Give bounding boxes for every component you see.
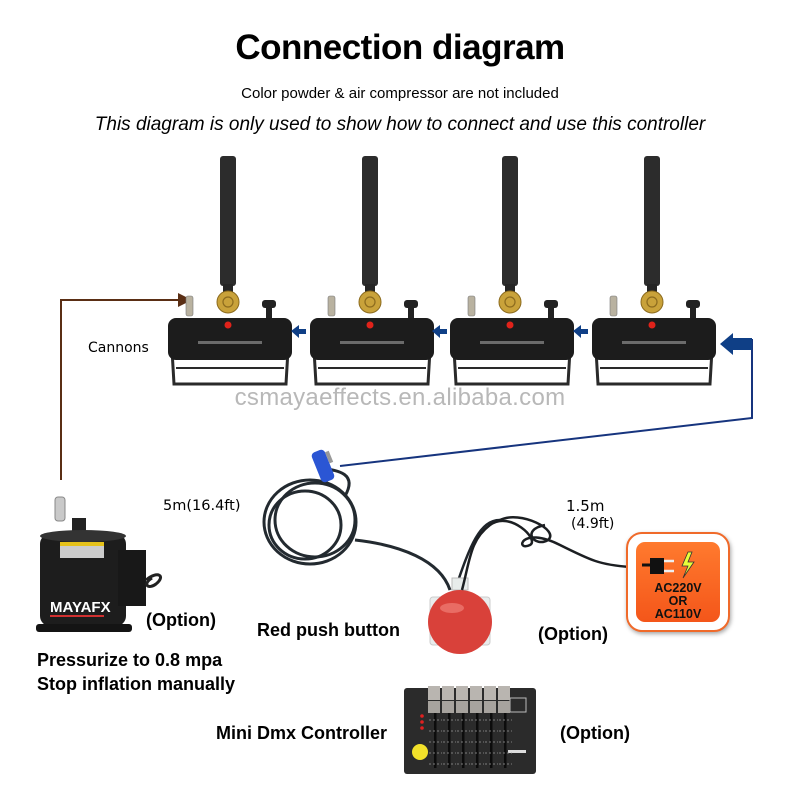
fader-knob	[456, 686, 468, 700]
cannon-barrel	[220, 156, 236, 286]
brass-valve	[216, 290, 240, 314]
chain-arrow-icon	[291, 325, 306, 338]
power-voltage-text: AC220V OR AC110V	[654, 581, 702, 621]
compressor-option-label: (Option)	[146, 610, 216, 630]
power-cable-length-label: 1.5m	[566, 497, 605, 515]
air-compressor: MAYAFX	[36, 496, 162, 632]
pressure-instruction: Pressurize to 0.8 mpa	[37, 650, 223, 670]
brass-valve	[498, 290, 522, 314]
power-option-label: (Option)	[538, 624, 608, 644]
fader-knob	[470, 686, 482, 700]
fader-knob	[428, 686, 440, 700]
cannon	[592, 156, 716, 386]
usage-note: This diagram is only used to show how to…	[94, 114, 706, 135]
inflation-instruction: Stop inflation manually	[37, 674, 236, 694]
dmx-option-label: (Option)	[560, 723, 630, 743]
cannon-barrel	[362, 156, 378, 286]
chain-arrows	[291, 325, 752, 355]
cannon-barrel	[644, 156, 660, 286]
watermark: csmayaeffects.en.alibaba.com	[234, 384, 566, 411]
plug-icon	[642, 551, 695, 579]
subtitle: Color powder & air compressor are not in…	[241, 85, 559, 102]
coiled-cable	[262, 466, 452, 591]
cannon-barrel	[502, 156, 518, 286]
long-cable-length-label: 5m(16.4ft)	[163, 498, 241, 514]
dmx-controller-label: Mini Dmx Controller	[216, 723, 388, 743]
push-button-label: Red push button	[257, 620, 400, 640]
input-arrow-icon	[720, 333, 752, 355]
chain-arrow-icon	[432, 325, 447, 338]
fader-knob	[498, 686, 510, 700]
red-push-button-device	[428, 518, 501, 654]
cannon	[168, 156, 292, 386]
lightning-icon	[681, 551, 695, 579]
cannon	[310, 156, 434, 386]
fader-knob	[442, 686, 454, 700]
dmx-controller-device	[404, 686, 536, 774]
power-cable-length-ft-label: (4.9ft)	[571, 516, 615, 532]
power-supply-badge: AC220V OR AC110V	[626, 532, 730, 632]
air-hose-line	[60, 293, 192, 480]
brass-valve	[640, 290, 664, 314]
compressor-brand: MAYAFX	[50, 599, 111, 616]
powercon-connector	[311, 449, 335, 483]
cannons-label: Cannons	[88, 340, 149, 356]
cannons-group	[168, 156, 716, 386]
page-button-icon	[412, 744, 428, 760]
page-title: Connection diagram	[235, 28, 565, 67]
chain-arrow-icon	[573, 325, 588, 338]
cannon	[450, 156, 574, 386]
brass-valve	[358, 290, 382, 314]
air-arrow-icon	[178, 293, 192, 307]
power-cable	[460, 516, 631, 591]
fader-knob	[484, 686, 496, 700]
